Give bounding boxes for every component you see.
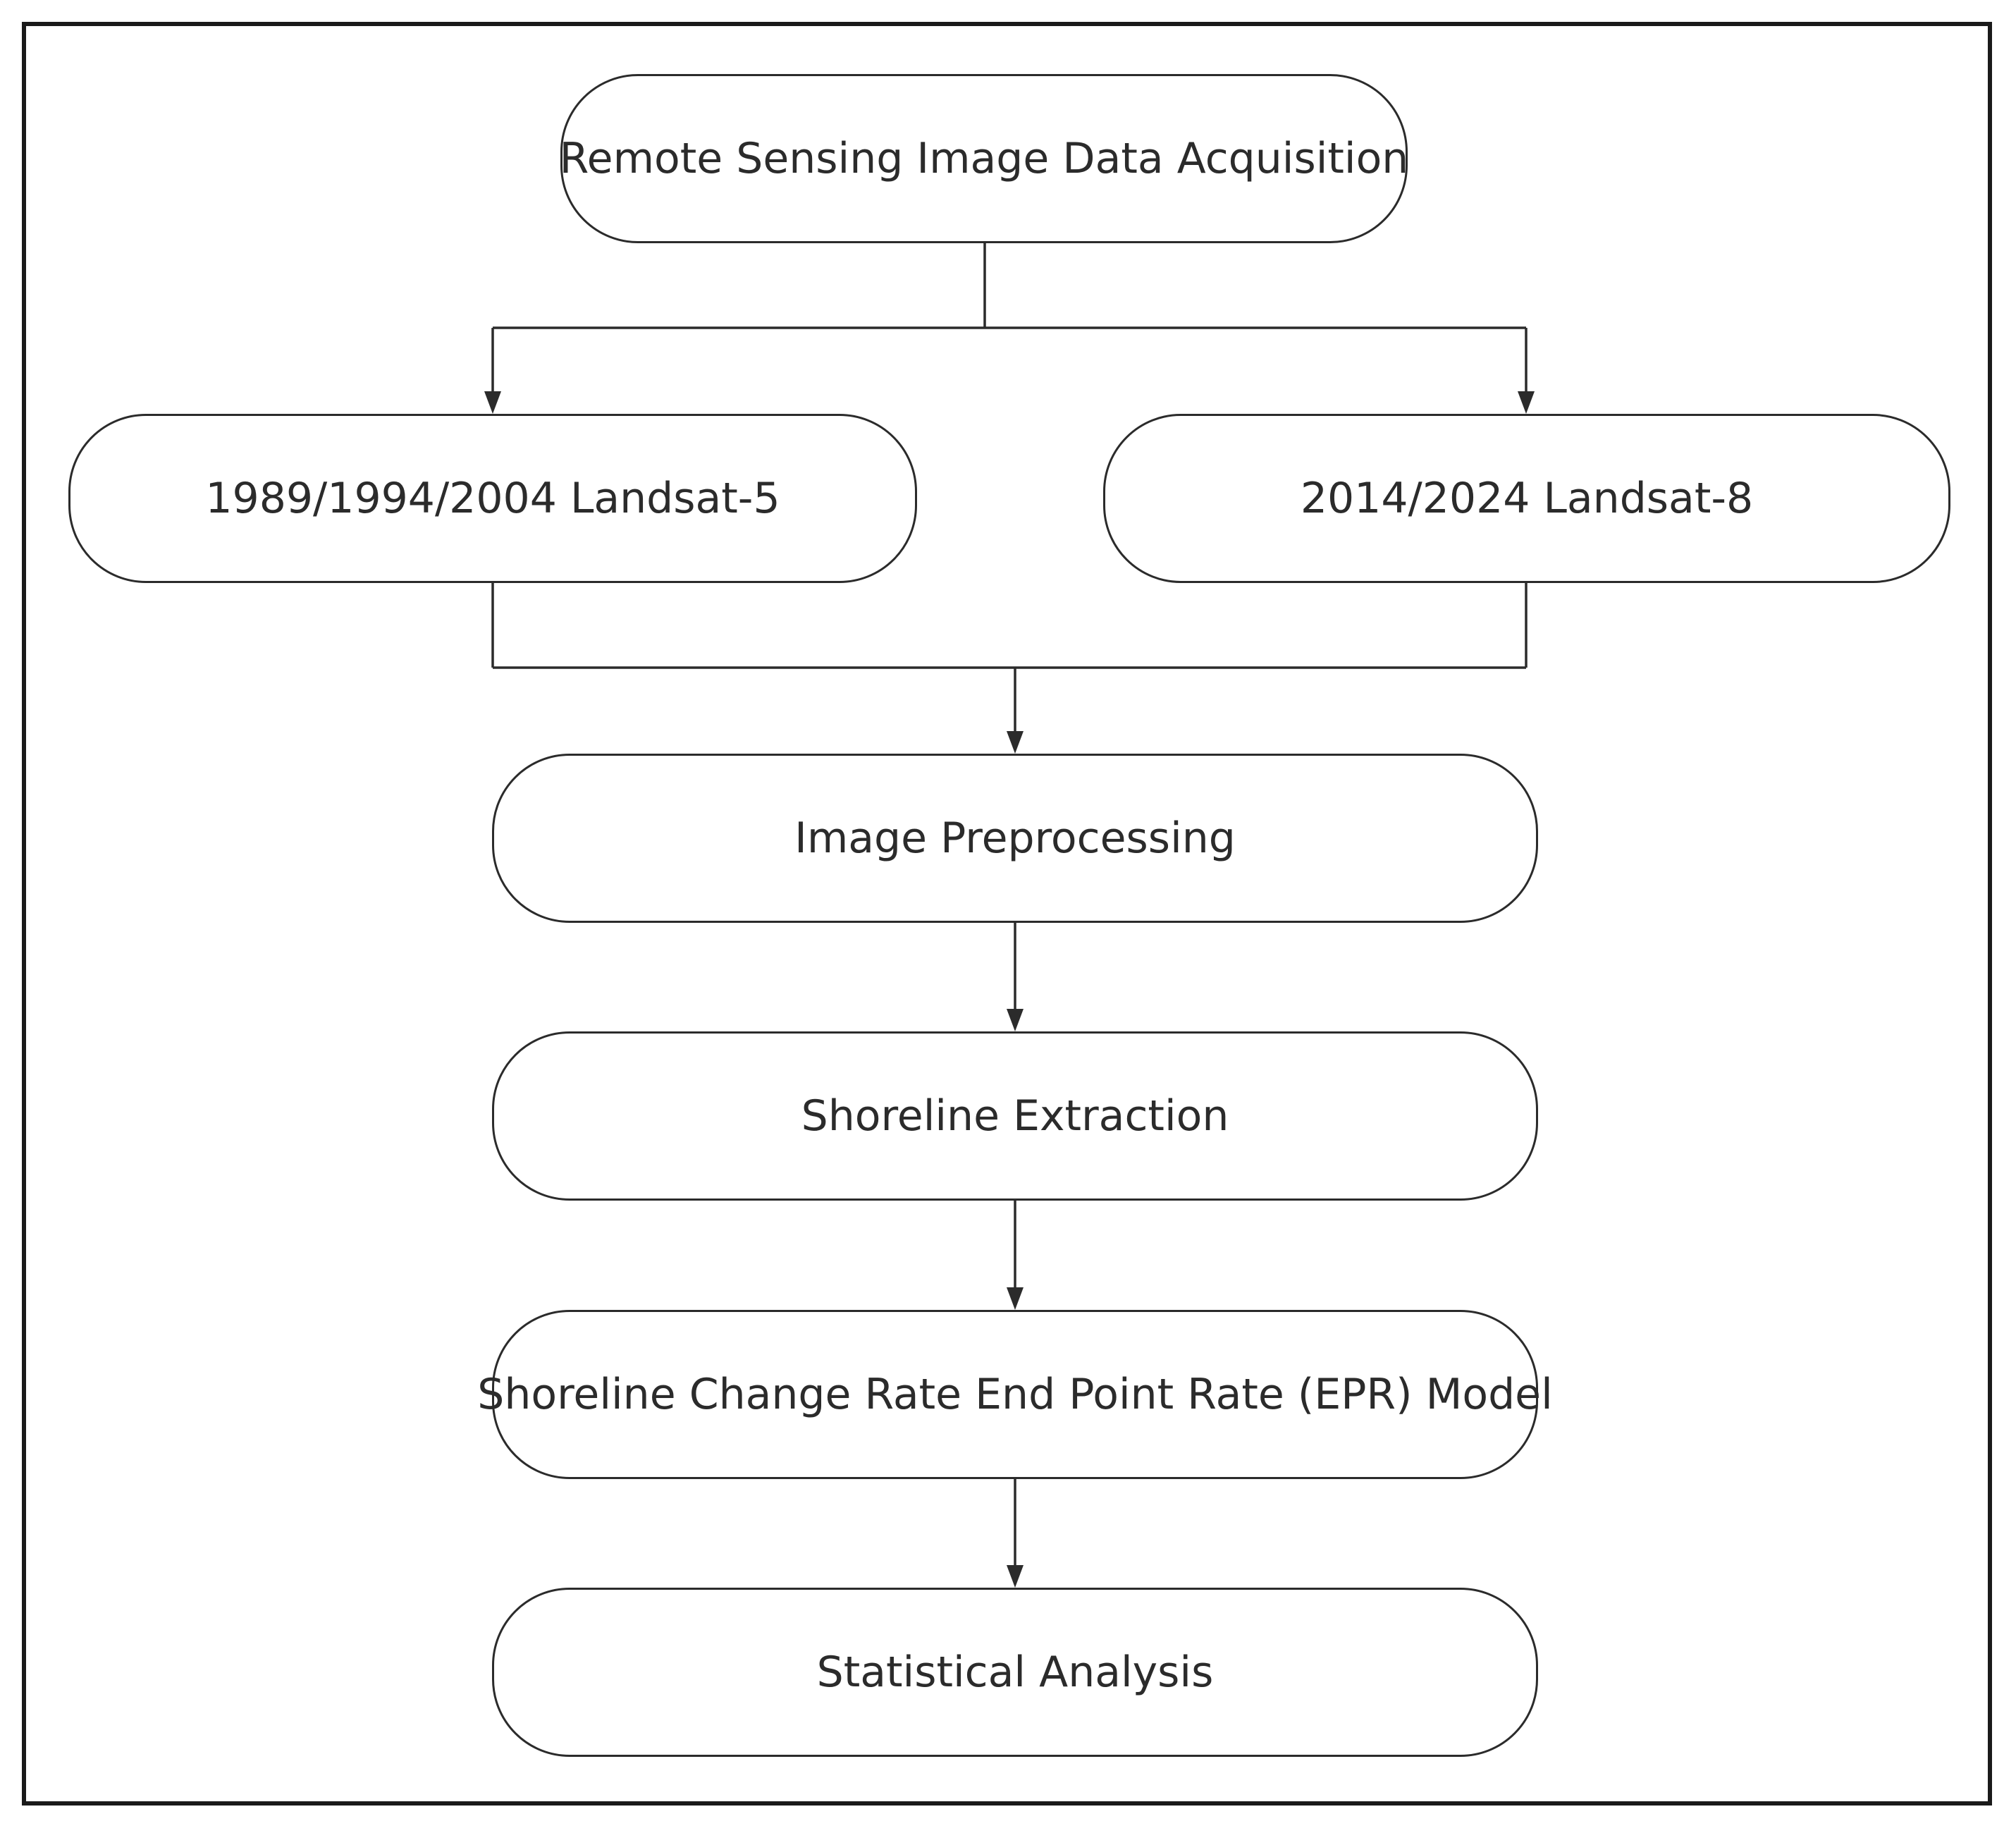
node-image-preprocessing: Image Preprocessing <box>492 754 1538 923</box>
arrowhead-landsat8 <box>1518 391 1535 414</box>
arrowhead-epr <box>1007 1287 1024 1310</box>
node-landsat8: 2014/2024 Landsat-8 <box>1103 414 1950 583</box>
figure-border <box>22 22 1992 1806</box>
node-shoreline-extraction: Shoreline Extraction <box>492 1031 1538 1201</box>
node-label: 2014/2024 Landsat-8 <box>1300 474 1754 523</box>
node-label: Shoreline Change Rate End Point Rate (EP… <box>477 1370 1553 1419</box>
arrowhead-preprocessing <box>1007 731 1024 754</box>
node-label: Statistical Analysis <box>816 1648 1214 1697</box>
node-label: Image Preprocessing <box>794 814 1236 863</box>
node-landsat5: 1989/1994/2004 Landsat-5 <box>68 414 917 583</box>
arrowhead-extraction <box>1007 1009 1024 1031</box>
node-data-acquisition: Remote Sensing Image Data Acquisition <box>560 74 1408 243</box>
node-epr-model: Shoreline Change Rate End Point Rate (EP… <box>477 1310 1553 1479</box>
arrowhead-statistical <box>1007 1565 1024 1588</box>
node-label: Remote Sensing Image Data Acquisition <box>559 134 1409 183</box>
node-label: 1989/1994/2004 Landsat-5 <box>205 474 780 523</box>
node-label: Shoreline Extraction <box>801 1091 1229 1141</box>
node-statistical-analysis: Statistical Analysis <box>492 1588 1538 1757</box>
arrowhead-landsat5 <box>484 391 501 414</box>
